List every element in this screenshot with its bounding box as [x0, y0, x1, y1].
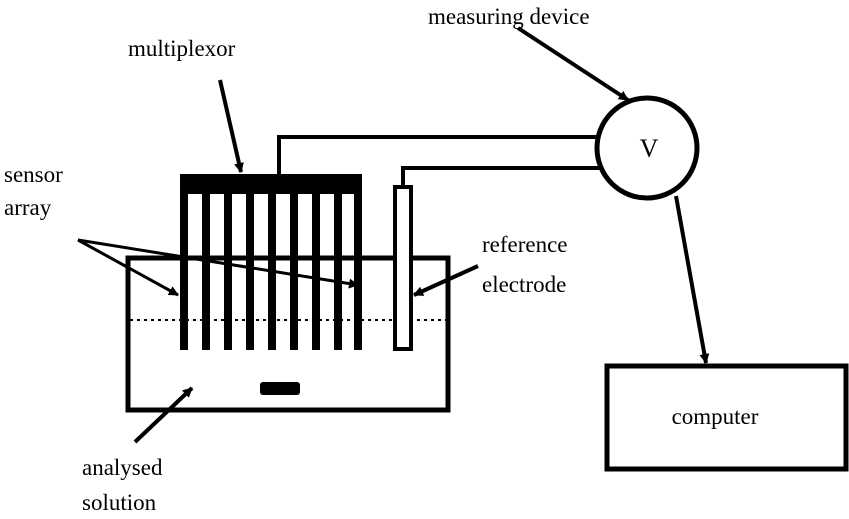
measuring-device-label: measuring device — [428, 4, 590, 29]
sensor-array-label-line2: array — [4, 195, 52, 220]
sensor-rod — [180, 192, 188, 350]
analysed-solution-label-line2: solution — [82, 490, 157, 515]
multiplexor-block — [180, 174, 362, 194]
reference-wire — [401, 166, 600, 187]
arrow-analysed-solution — [133, 386, 194, 444]
computer-box — [604, 363, 849, 472]
stirrer-bar — [260, 382, 300, 395]
arrow-measuring-device — [516, 26, 630, 102]
analysed-solution-label-line1: analysed — [82, 455, 163, 480]
voltmeter-circle — [594, 95, 700, 201]
arrow-sensor-array-1 — [77, 238, 179, 297]
sensor-rod — [354, 192, 362, 350]
multiplexor-wire — [277, 135, 600, 174]
multiplexor-label: multiplexor — [128, 36, 236, 61]
arrow-sensor-array-2 — [77, 238, 359, 289]
arrow-reference-electrode — [413, 264, 479, 297]
reference-electrode-label-line1: reference — [482, 232, 568, 257]
reference-electrode — [393, 185, 413, 351]
sensor-rod — [312, 192, 320, 350]
sensor-rod — [334, 192, 342, 350]
computer-label: computer — [672, 404, 759, 429]
sensor-array-label-line1: sensor — [4, 162, 63, 187]
sensor-rod — [246, 192, 254, 350]
sensor-rod — [202, 192, 210, 350]
sensor-rod — [290, 192, 298, 350]
arrow-multiplexor — [218, 79, 244, 173]
sensor-rod — [224, 192, 232, 350]
reference-electrode-label-line2: electrode — [482, 272, 566, 297]
arrow-voltmeter-to-computer — [674, 195, 710, 364]
voltmeter-symbol: V — [640, 134, 659, 163]
